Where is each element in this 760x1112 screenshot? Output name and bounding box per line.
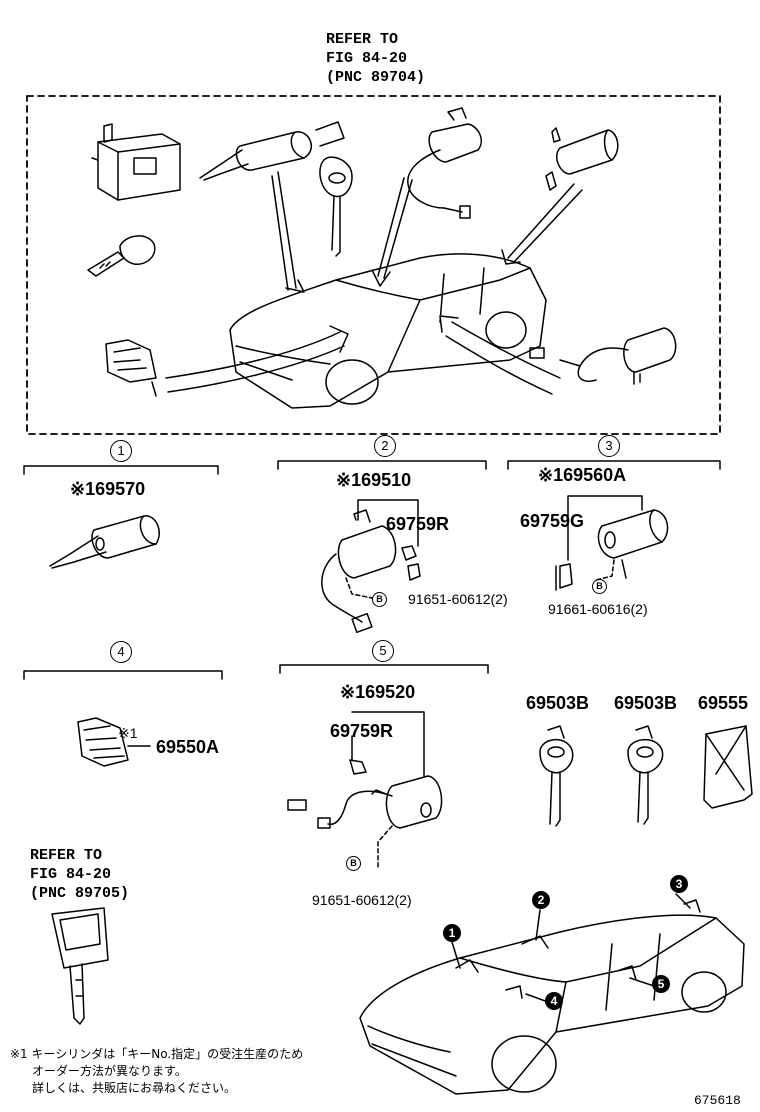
group-3-bolt-mark: B: [592, 579, 607, 594]
group-4-part-number: 69550A: [156, 737, 220, 757]
group-5-part-number: ※169520: [340, 682, 416, 702]
group-4-mark: ※1: [118, 725, 138, 741]
section-header-lines: [23, 460, 721, 680]
order-note-line3: 詳しくは、共販店にお尋ねください。: [32, 1081, 237, 1095]
group5-drawing: [287, 711, 443, 869]
top-arrows: [165, 171, 583, 395]
bottom-car-leaders: [451, 893, 691, 1003]
key-2-drawing: [627, 725, 664, 825]
key-1-part-number: 69503B: [526, 693, 590, 713]
rear-cylinder-drawing: [529, 327, 677, 385]
spare-key-drawing: [87, 235, 156, 277]
car-callout-4: 4: [545, 992, 563, 1010]
key-case-drawing: [91, 123, 181, 201]
trunk-cylinder-drawing: [545, 127, 619, 191]
key-1-drawing: [539, 725, 574, 827]
lock-assembly-drawing: [105, 339, 157, 397]
order-note-line1: ※1 キーシリンダは「キーNo.指定」の受注生産のため: [10, 1047, 304, 1061]
group-2-bolt-mark: B: [372, 592, 387, 607]
group-3-part-number: ※169560A: [538, 465, 627, 485]
order-note-line2: オーダー方法が異なります。: [32, 1064, 187, 1078]
group-2-bolt-number: 91651-60612(2): [408, 591, 508, 607]
group-5-bolt-mark: B: [346, 856, 361, 871]
reference-frame: [26, 95, 721, 435]
group-1-part-number: ※169570: [70, 479, 146, 499]
left-reference-note: REFER TO FIG 84-20 (PNC 89705): [30, 846, 129, 903]
group-3-sub-part-number: 69759G: [520, 511, 585, 531]
car-callout-1: 1: [443, 924, 461, 942]
group-2-part-number: ※169510: [336, 470, 412, 490]
car-callout-3: 3: [670, 875, 688, 893]
car-callout-5: 5: [652, 975, 670, 993]
group-4-number: 4: [110, 641, 132, 663]
top-ref-line2: FIG 84-20: [326, 50, 408, 67]
group-3-bolt-number: 91661-60616(2): [548, 601, 648, 617]
left-ref-line1: REFER TO: [30, 847, 103, 864]
group-3-number: 3: [598, 435, 620, 457]
bottom-car-outline: [359, 899, 745, 1095]
group-5-sub-part-number: 69759R: [330, 721, 394, 741]
group3-drawing: [555, 495, 669, 591]
group2-drawing: [321, 499, 421, 634]
key-case-2-drawing: [703, 725, 753, 809]
figure-code: 675618: [694, 1093, 741, 1108]
referenced-key-drawing: [51, 907, 109, 1025]
left-ref-line3: (PNC 89705): [30, 885, 130, 902]
group1-cylinder-drawing: [49, 515, 160, 569]
ignition-cylinder-drawing: [199, 121, 353, 257]
group-5-bolt-number: 91651-60612(2): [312, 892, 412, 908]
key-case-part-number: 69555: [698, 693, 749, 713]
group-5-number: 5: [372, 640, 394, 662]
group-1-number: 1: [110, 440, 132, 462]
car-callout-2: 2: [532, 891, 550, 909]
top-ref-line3: (PNC 89704): [326, 69, 426, 86]
key-2-part-number: 69503B: [614, 693, 678, 713]
left-ref-line2: FIG 84-20: [30, 866, 112, 883]
top-reference-note: REFER TO FIG 84-20 (PNC 89704): [326, 30, 425, 87]
order-note: ※1 キーシリンダは「キーNo.指定」の受注生産のため オーダー方法が異なります…: [10, 1046, 303, 1097]
group4-drawing: [77, 717, 151, 767]
group-2-number: 2: [374, 435, 396, 457]
group-2-sub-part-number: 69759R: [386, 514, 450, 534]
door-cylinder-drawing: [407, 107, 482, 219]
top-ref-line1: REFER TO: [326, 31, 399, 48]
top-car-outline: [229, 253, 547, 409]
